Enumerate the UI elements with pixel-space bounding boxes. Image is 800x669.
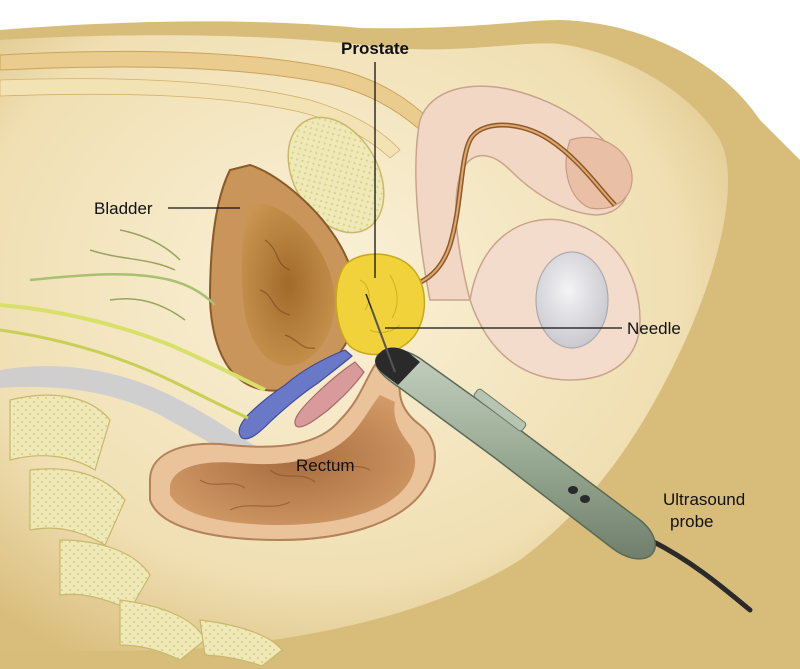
pelvic-band bbox=[0, 366, 290, 485]
bladder-lumen bbox=[241, 203, 335, 366]
penis-glans bbox=[565, 136, 633, 210]
label-prostate: Prostate bbox=[341, 39, 409, 58]
needle-tip bbox=[365, 293, 373, 311]
needle-shaft bbox=[371, 309, 396, 373]
probe-tip bbox=[375, 347, 420, 385]
urethra-lumen bbox=[379, 124, 616, 291]
label-rectum: Rectum bbox=[296, 456, 355, 475]
vessel-network bbox=[89, 229, 186, 321]
scrotum bbox=[469, 218, 641, 381]
testis bbox=[535, 251, 609, 349]
nerve-2 bbox=[0, 328, 249, 420]
nerve-3 bbox=[29, 272, 216, 306]
probe-cable bbox=[647, 537, 753, 613]
prostate bbox=[335, 253, 426, 356]
bladder bbox=[208, 163, 358, 392]
nerve-1 bbox=[0, 303, 266, 392]
blue-vessel bbox=[238, 349, 353, 440]
probe-needle-guide bbox=[473, 388, 527, 432]
sacrum bbox=[0, 366, 290, 667]
pink-vesicle bbox=[294, 361, 365, 428]
bladder-folds bbox=[259, 239, 316, 349]
ultrasound-probe bbox=[375, 347, 753, 613]
prostate-lobes bbox=[359, 274, 401, 333]
penis bbox=[379, 85, 633, 301]
rectum bbox=[149, 363, 436, 542]
abdominal-wall-inner bbox=[0, 78, 401, 159]
nerves bbox=[0, 229, 266, 420]
probe-body bbox=[375, 348, 656, 560]
prostate-gland bbox=[335, 253, 426, 356]
probe-button-1 bbox=[568, 486, 578, 494]
vessels bbox=[238, 349, 365, 440]
sacrum-segment-5 bbox=[199, 619, 283, 667]
rectum-folds bbox=[199, 459, 371, 511]
label-bladder: Bladder bbox=[94, 199, 153, 218]
sacrum-segment-2 bbox=[29, 468, 126, 546]
sacrum-segment-3 bbox=[59, 539, 151, 611]
sacrum-segment-1 bbox=[9, 394, 111, 471]
probe-button-2 bbox=[580, 495, 590, 503]
label-needle: Needle bbox=[627, 319, 681, 338]
label-probe-line2: probe bbox=[670, 512, 713, 531]
label-probe-line1: Ultrasound bbox=[663, 490, 745, 509]
rectum-lumen bbox=[170, 395, 416, 525]
needle bbox=[365, 293, 396, 373]
